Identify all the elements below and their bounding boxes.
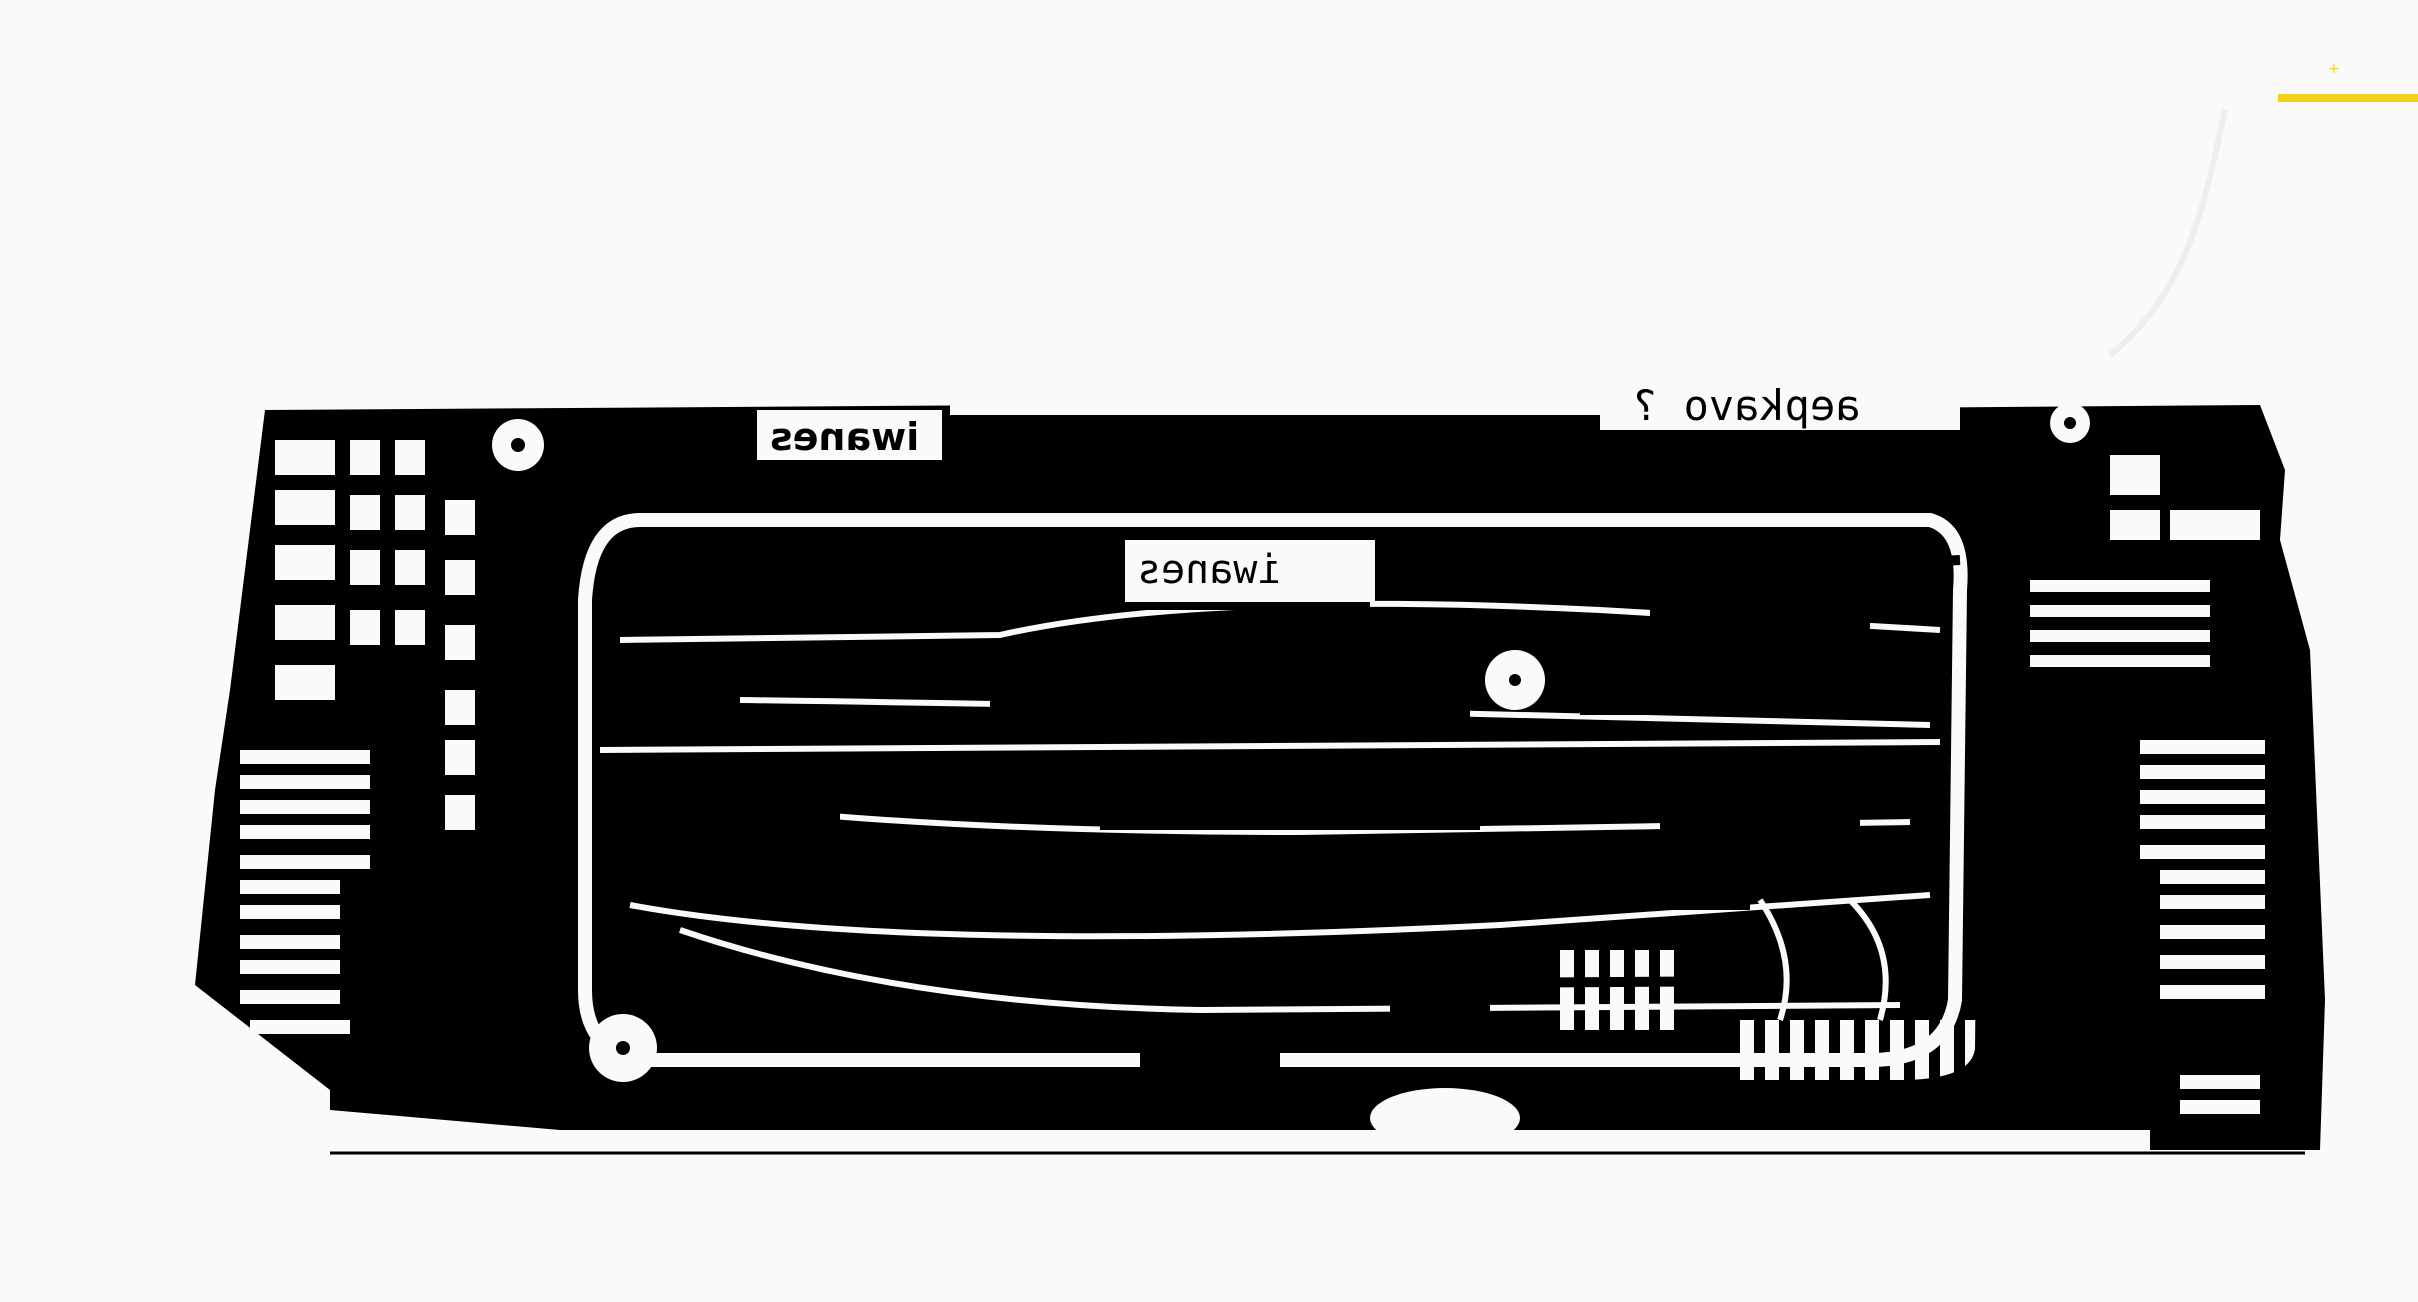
corner-mark-text: + (2328, 61, 2340, 77)
board-cutouts (240, 380, 2265, 1114)
central-loop (520, 460, 2022, 1120)
label-top-right: aepkavo ? (1625, 381, 1869, 430)
accent-bar (2278, 94, 2418, 102)
label-top-left-text: iwanes (770, 415, 920, 459)
label-center: iwanes (1137, 547, 1282, 593)
pads (492, 403, 2090, 1082)
streak-shape (2108, 109, 2228, 358)
label-box-center (1125, 540, 1375, 602)
label-center-text: iwanes (1137, 547, 1282, 593)
bottom-notch (1370, 1088, 1520, 1148)
label-top-left: iwanes (770, 415, 920, 459)
label-top-right-text: aepkavo ? (1633, 381, 1861, 430)
label-box-top-left (757, 410, 942, 460)
corner-mark: + (2328, 62, 2340, 76)
